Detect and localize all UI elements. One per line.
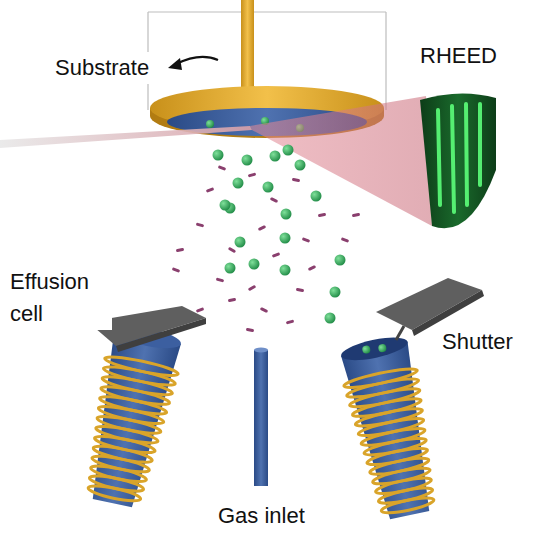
coil-winding — [375, 475, 433, 497]
atom — [235, 237, 246, 248]
molecule — [286, 320, 295, 325]
molecule — [318, 213, 326, 217]
coil-winding — [372, 465, 431, 487]
effusion-cell — [76, 320, 187, 511]
coil-winding — [88, 473, 144, 494]
molecule — [296, 288, 304, 292]
molecule — [228, 247, 236, 254]
molecule — [196, 223, 205, 228]
shutter-arm — [396, 326, 404, 340]
atom — [311, 191, 322, 202]
atom — [263, 182, 274, 193]
atom — [280, 233, 291, 244]
molecule — [172, 267, 181, 273]
gas-inlet-tube — [254, 348, 268, 487]
molecule — [258, 225, 267, 231]
atom — [220, 200, 231, 211]
coil-winding — [91, 453, 150, 475]
molecule — [270, 197, 279, 203]
molecule — [272, 252, 281, 258]
atom — [233, 178, 244, 189]
coil-winding — [90, 463, 148, 485]
atom — [213, 150, 224, 161]
coil-winding — [87, 483, 142, 504]
rotation-arrow — [168, 57, 218, 70]
rheed-beam — [0, 96, 432, 226]
part-label: Gas inlet — [216, 500, 307, 532]
atom — [330, 287, 341, 298]
atom — [270, 151, 281, 162]
atom — [225, 263, 236, 274]
part-label: Shutter — [440, 326, 515, 358]
molecule — [228, 298, 236, 302]
molecule — [196, 307, 205, 313]
part-label: RHEED — [418, 40, 499, 72]
coil-winding — [369, 455, 430, 477]
molecule — [292, 178, 300, 182]
atom — [242, 155, 253, 166]
atom — [281, 209, 292, 220]
molecule — [352, 213, 360, 217]
part-label: Substrate — [53, 52, 151, 84]
molecule — [218, 165, 227, 171]
coil-winding — [380, 495, 435, 516]
molecule — [248, 285, 256, 292]
molecule — [176, 248, 184, 252]
atom — [280, 265, 291, 276]
atom — [335, 255, 346, 266]
molecule — [248, 173, 257, 178]
shutter — [116, 318, 206, 352]
molecule — [216, 278, 225, 283]
molecular-beam — [172, 145, 360, 333]
molecule — [302, 237, 311, 243]
atom — [295, 160, 306, 171]
molecule — [341, 237, 350, 243]
molecule — [206, 187, 215, 193]
atom — [283, 145, 294, 156]
atom — [325, 313, 336, 324]
coil-winding — [92, 443, 153, 465]
effusion-cell — [336, 332, 447, 523]
atom — [249, 259, 260, 270]
coil-winding — [377, 485, 433, 506]
part-label: Effusion cell — [8, 266, 112, 330]
molecule — [260, 307, 269, 313]
molecule — [308, 265, 317, 271]
rheed-screen — [420, 93, 496, 228]
molecule — [246, 328, 254, 332]
